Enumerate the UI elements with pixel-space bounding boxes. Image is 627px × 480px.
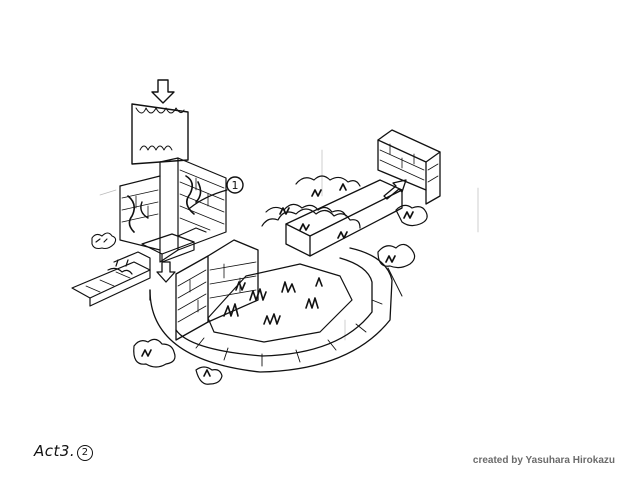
bush-ridge <box>261 175 361 239</box>
act-label: Act3.2 <box>34 442 94 461</box>
bush-right <box>377 204 428 297</box>
raised-walkway <box>285 179 403 257</box>
center-wall <box>175 239 259 341</box>
brick-tower <box>119 157 227 263</box>
left-ledge <box>71 251 151 307</box>
falling-block <box>131 103 189 165</box>
up-right-arrow-icon <box>383 179 407 200</box>
shrub-left <box>91 232 117 250</box>
vine-sprig <box>107 259 133 275</box>
garden-bed <box>207 263 353 343</box>
guide-lines <box>99 149 479 341</box>
act-label-number: 2 <box>77 445 94 461</box>
down-arrow-icon <box>151 79 175 104</box>
brick-corner-right <box>377 129 441 205</box>
step-blocks <box>141 227 207 263</box>
act-label-text: Act3. <box>34 442 76 460</box>
credit-text: created by Yasuhara Hirokazu <box>472 455 615 466</box>
marker-number: 1 <box>232 179 239 192</box>
bush-bottom-left <box>133 338 223 385</box>
curved-path <box>149 247 393 373</box>
circled-number-icon: 1 <box>189 176 244 209</box>
down-arrow-icon <box>156 261 176 283</box>
